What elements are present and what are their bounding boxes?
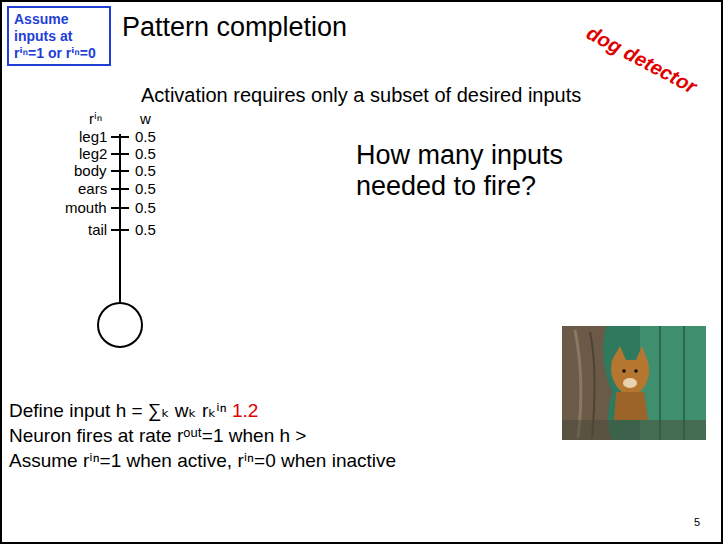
weight-value: 0.5 bbox=[135, 145, 156, 162]
input-name: leg1 bbox=[79, 128, 107, 145]
definition-text: Define input h = ∑ₖ wₖ rₖⁱⁿ bbox=[9, 400, 227, 422]
page-number: 5 bbox=[694, 516, 700, 529]
input-name: ears bbox=[78, 180, 107, 197]
weight-value: 0.5 bbox=[135, 128, 156, 145]
subtitle: Activation requires only a subset of des… bbox=[141, 84, 581, 107]
weight-value: 0.5 bbox=[135, 199, 156, 216]
assumption-box: Assume inputs at rⁱⁿ=1 or rⁱⁿ=0 bbox=[7, 6, 111, 66]
rule-text: Neuron fires at rate rᵒᵘᵗ=1 when h > bbox=[9, 425, 306, 447]
slide-title: Pattern completion bbox=[122, 12, 347, 43]
input-name: body bbox=[74, 162, 107, 179]
input-header: rⁱⁿ bbox=[89, 110, 102, 127]
threshold-value: 1.2 bbox=[232, 400, 258, 422]
weight-value: 0.5 bbox=[135, 180, 156, 197]
weight-value: 0.5 bbox=[135, 162, 156, 179]
watermark-note: dog detector bbox=[583, 21, 701, 98]
input-name: leg2 bbox=[79, 145, 107, 162]
dog-photo bbox=[562, 326, 706, 440]
neuron-dendrite bbox=[111, 134, 129, 303]
weight-header: w bbox=[140, 110, 151, 127]
box-text: Assume inputs at rⁱⁿ=1 or rⁱⁿ=0 bbox=[14, 11, 104, 61]
neuron-soma bbox=[98, 303, 142, 347]
question-text: How many inputs needed to fire? bbox=[356, 140, 596, 202]
input-name: tail bbox=[88, 221, 107, 238]
input-name: mouth bbox=[65, 199, 107, 216]
weight-value: 0.5 bbox=[135, 221, 156, 238]
assumption-text: Assume rⁱⁿ=1 when active, rⁱⁿ=0 when ina… bbox=[9, 450, 396, 472]
